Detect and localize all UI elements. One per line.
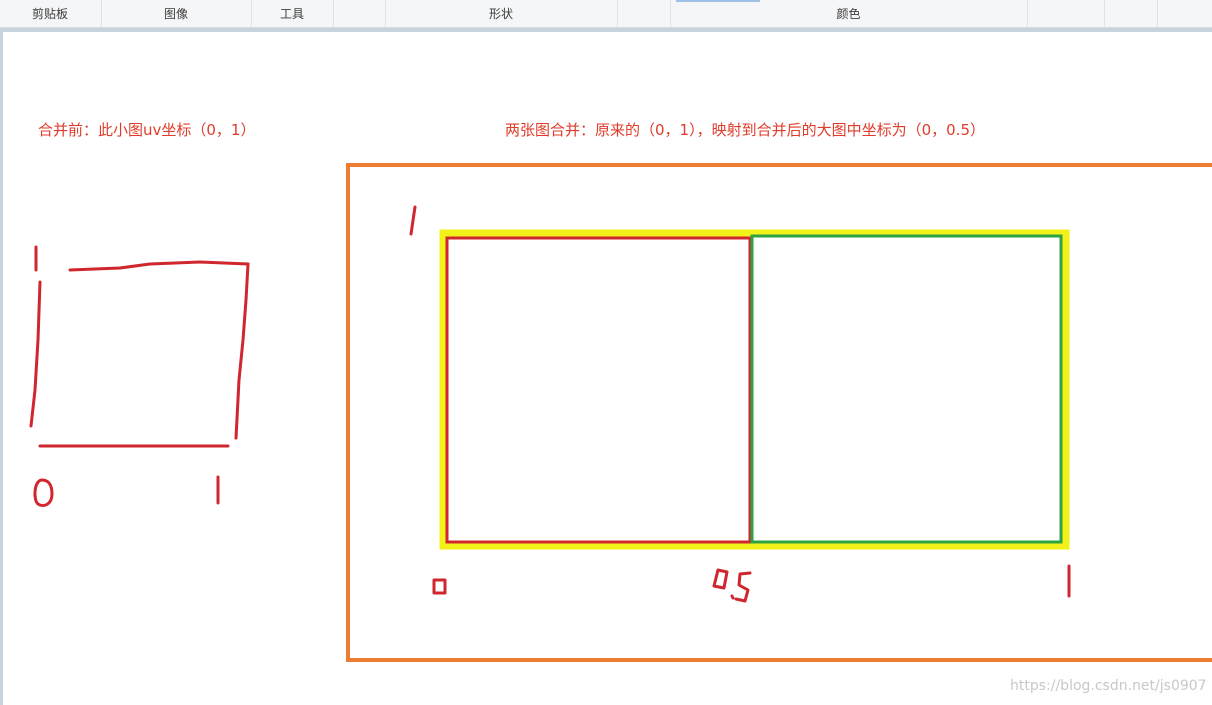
merged-atlas-outline: [346, 163, 1212, 662]
ribbon-divider: [251, 0, 252, 27]
ribbon-divider: [617, 0, 618, 27]
small-square-top-edge: [68, 260, 250, 272]
small-square-right-edge: [234, 262, 250, 440]
ribbon-divider: [333, 0, 334, 27]
canvas-border-top: [0, 28, 1212, 32]
ribbon-group-clipboard[interactable]: 剪贴板: [31, 7, 68, 21]
ribbon-divider: [1157, 0, 1158, 27]
atlas-axis-labels: [409, 205, 1071, 603]
ribbon-group-bar: 剪贴板 图像 工具 形状 颜色: [0, 0, 1212, 28]
ribbon-group-shapes[interactable]: 形状: [488, 7, 513, 21]
watermark-url: https://blog.csdn.net/js0907: [1010, 678, 1207, 694]
ribbon-divider: [385, 0, 386, 27]
ribbon-group-tools[interactable]: 工具: [279, 7, 304, 21]
caption-after-merge: 两张图合并：原来的（0，1），映射到合并后的大图中坐标为（0，0.5）: [505, 121, 985, 139]
small-square-left-edge: [29, 280, 42, 428]
ribbon-group-image[interactable]: 图像: [163, 7, 188, 21]
merged-texture-yellow-border: [439, 229, 1070, 550]
atlas-label-05-zero: [712, 568, 729, 590]
small-texture-square: [29, 245, 250, 508]
ribbon-divider: [670, 0, 671, 27]
first-texture-red-box: [445, 236, 752, 544]
ribbon-divider: [101, 0, 102, 27]
second-texture-green-box: [750, 234, 1063, 544]
small-square-label-0: [33, 478, 54, 508]
ribbon-divider: [1104, 0, 1105, 27]
atlas-label-05-dot: [730, 594, 735, 600]
atlas-label-0: [432, 578, 447, 595]
caption-before-merge: 合并前：此小图uv坐标（0，1）: [38, 121, 256, 139]
atlas-label-05-five: [734, 571, 752, 603]
ribbon-divider: [1027, 0, 1028, 27]
ribbon-selection-indicator: [676, 0, 760, 2]
atlas-label-1-top: [409, 205, 417, 236]
paint-canvas[interactable]: [0, 28, 1212, 705]
canvas-border-left: [0, 28, 3, 705]
ribbon-group-colors[interactable]: 颜色: [836, 7, 861, 21]
